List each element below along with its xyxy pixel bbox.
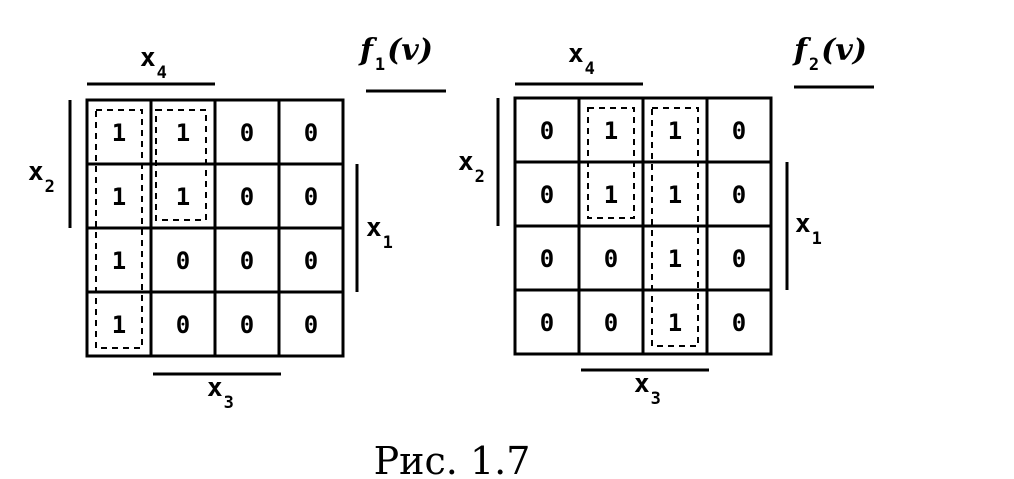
map2-value-r2c2: 1	[668, 245, 682, 273]
map1-value-r2c1: 0	[176, 247, 190, 275]
map2-value-r0c1: 1	[604, 117, 618, 145]
map1-value-r1c0: 1	[112, 183, 126, 211]
map2-value-r1c0: 0	[540, 181, 554, 209]
map1-value-r3c0: 1	[112, 311, 126, 339]
map2-cell-r1c3	[705, 160, 773, 228]
map1-value-r1c3: 0	[304, 183, 318, 211]
map2-value-r1c2: 1	[668, 181, 682, 209]
map1-value-r0c0: 1	[112, 119, 126, 147]
map2-cell-r2c3	[705, 224, 773, 292]
map1-x3-label: x3	[207, 373, 234, 413]
map1-x1-label: x1	[366, 213, 393, 253]
map1-cell-r0c3	[277, 98, 345, 166]
map2-value-r0c2: 1	[668, 117, 682, 145]
map2-value-r0c3: 0	[732, 117, 746, 145]
map2-value-r2c3: 0	[732, 245, 746, 273]
map1-cell-r1c3	[277, 162, 345, 230]
map2-value-r2c0: 0	[540, 245, 554, 273]
map2-x2-label: x2	[458, 147, 485, 187]
map1-value-r0c1: 1	[176, 119, 190, 147]
map1-cell-r2c1	[149, 226, 217, 294]
map1-value-r1c2: 0	[240, 183, 254, 211]
map2-group-column-3	[651, 107, 699, 347]
map2-value-r3c3: 0	[732, 309, 746, 337]
map1-value-r2c0: 1	[112, 247, 126, 275]
map2-x4-label: x4	[568, 39, 595, 79]
map1-cell-r3c3	[277, 290, 345, 358]
map2-cell-r0c3	[705, 96, 773, 164]
map1-x4-label: x4	[140, 43, 167, 83]
map2-value-r3c0: 0	[540, 309, 554, 337]
map2-cell-r3c1	[577, 288, 645, 356]
map2-x1-label: x1	[795, 209, 822, 249]
map2-value-r1c1: 1	[604, 181, 618, 209]
map2-cell-r3c3	[705, 288, 773, 356]
map1-cell-r3c1	[149, 290, 217, 358]
map2-cell-r1c2	[641, 160, 709, 228]
figure-caption: Рис. 1.7	[374, 439, 531, 479]
map1-group-column-1	[95, 109, 143, 349]
map1-group-column-2	[155, 109, 207, 221]
map1-value-r3c1: 0	[176, 311, 190, 339]
map1-value-r3c3: 0	[304, 311, 318, 339]
karnaugh-map-2: 0 1 1 0 0 1 1 0 0 0 1 0 0 0 1 0 x4 x2 x1…	[458, 33, 874, 409]
map2-value-r3c1: 0	[604, 309, 618, 337]
map1-value-r0c3: 0	[304, 119, 318, 147]
map2-value-r1c3: 0	[732, 181, 746, 209]
map1-value-r0c2: 0	[240, 119, 254, 147]
map1-value-r2c3: 0	[304, 247, 318, 275]
map1-value-r1c1: 1	[176, 183, 190, 211]
map2-group-column-2	[587, 107, 635, 219]
map1-cell-r2c3	[277, 226, 345, 294]
map2-cell-r2c0	[513, 224, 581, 292]
karnaugh-map-1: 1 1 0 0 1 1 0 0 1 0 0 0 1 0 0 0 x4 x2 x1…	[28, 33, 446, 413]
map1-value-r2c2: 0	[240, 247, 254, 275]
map2-value-r0c0: 0	[540, 117, 554, 145]
map2-cell-r1c1	[577, 160, 645, 228]
map1-x2-label: x2	[28, 157, 55, 197]
map2-value-r2c1: 0	[604, 245, 618, 273]
map2-x3-label: x3	[634, 369, 661, 409]
map1-cell-r3c0	[85, 290, 153, 358]
map2-cell-r0c0	[513, 96, 581, 164]
map2-cell-r3c2	[641, 288, 709, 356]
map2-value-r3c2: 1	[668, 309, 682, 337]
map1-value-r3c2: 0	[240, 311, 254, 339]
